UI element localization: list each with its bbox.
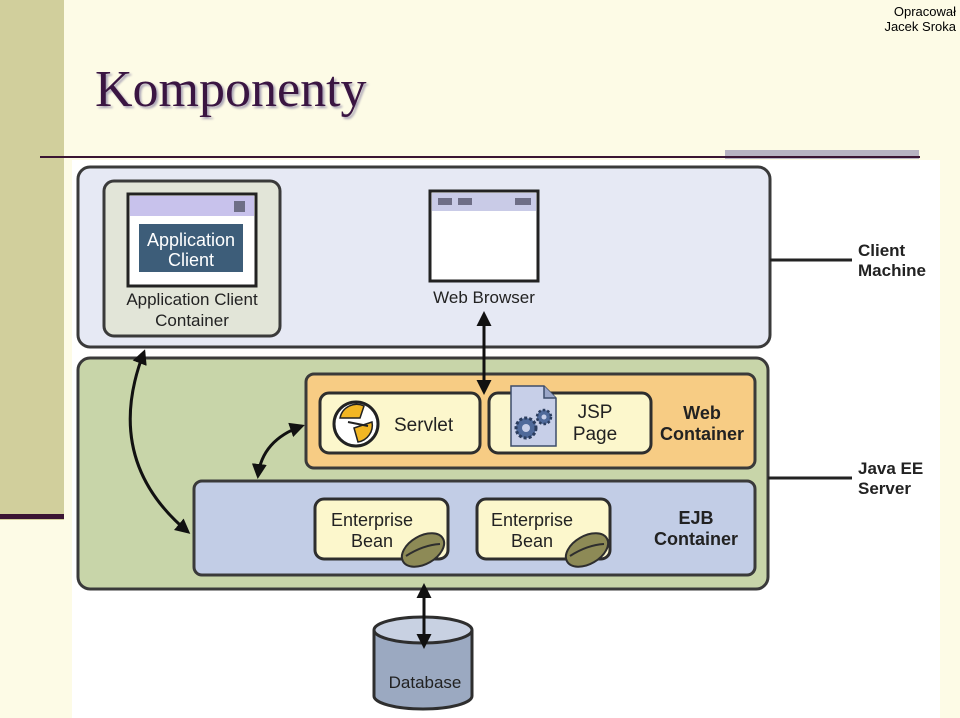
- enterprise-bean-2-label-1: Enterprise: [491, 510, 573, 530]
- left-decor-edge: [0, 514, 64, 519]
- enterprise-bean-2-label-2: Bean: [511, 531, 553, 551]
- ejb-container-label-1: EJB: [678, 508, 713, 528]
- servlet-label: Servlet: [394, 415, 454, 436]
- web-browser-tab-1: [438, 198, 452, 205]
- app-client-window-button: [234, 201, 245, 212]
- ejb-container-label-2: Container: [654, 529, 738, 549]
- credit-line-2: Jacek Sroka: [884, 19, 956, 34]
- author-credit: Opracował Jacek Sroka: [884, 4, 956, 34]
- slide-title: Komponenty: [95, 61, 367, 118]
- jsp-label-1: JSP: [578, 402, 613, 423]
- left-decor-bar: [0, 0, 64, 520]
- bean-icon-1: [400, 532, 446, 568]
- jsp-label-2: Page: [573, 424, 617, 445]
- web-container-label-2: Container: [660, 424, 744, 444]
- app-client-titlebar: [130, 196, 254, 216]
- app-client-container-label-1: Application Client: [126, 290, 258, 309]
- app-client-panel: [139, 224, 243, 272]
- database-cylinder: [372, 615, 474, 711]
- app-client-label-1: Application: [147, 230, 235, 250]
- enterprise-bean-1-label-1: Enterprise: [331, 510, 413, 530]
- title-rule-accent: [725, 150, 919, 159]
- ejb-container-box: [192, 479, 757, 577]
- servlet-icon: [332, 400, 380, 448]
- web-browser-tab-2: [458, 198, 472, 205]
- app-client-label-2: Client: [168, 250, 214, 270]
- enterprise-bean-1-label-2: Bean: [351, 531, 393, 551]
- web-browser-tab-3: [515, 198, 531, 205]
- diagram-svg: Application Client Application Client Co…: [76, 165, 926, 711]
- jsp-page-icon: [510, 385, 557, 447]
- credit-line-1: Opracował: [893, 4, 956, 19]
- bean-icon-2: [564, 532, 610, 568]
- web-browser-label: Web Browser: [433, 288, 535, 307]
- web-browser-toolbar: [432, 193, 536, 211]
- app-client-container-label-2: Container: [155, 311, 229, 330]
- web-container-label-1: Web: [683, 403, 721, 423]
- javaee-server-label-2: Server: [858, 479, 911, 498]
- arrow-servlet-ejb: [251, 422, 305, 479]
- database-label: Database: [389, 673, 462, 692]
- title-rule: [40, 156, 920, 158]
- client-machine-label-2: Machine: [858, 261, 926, 280]
- architecture-diagram: Application Client Application Client Co…: [72, 160, 940, 718]
- client-machine-label-1: Client: [858, 241, 906, 260]
- javaee-server-label-1: Java EE: [858, 459, 923, 478]
- arrow-appclient-ejb: [128, 349, 191, 534]
